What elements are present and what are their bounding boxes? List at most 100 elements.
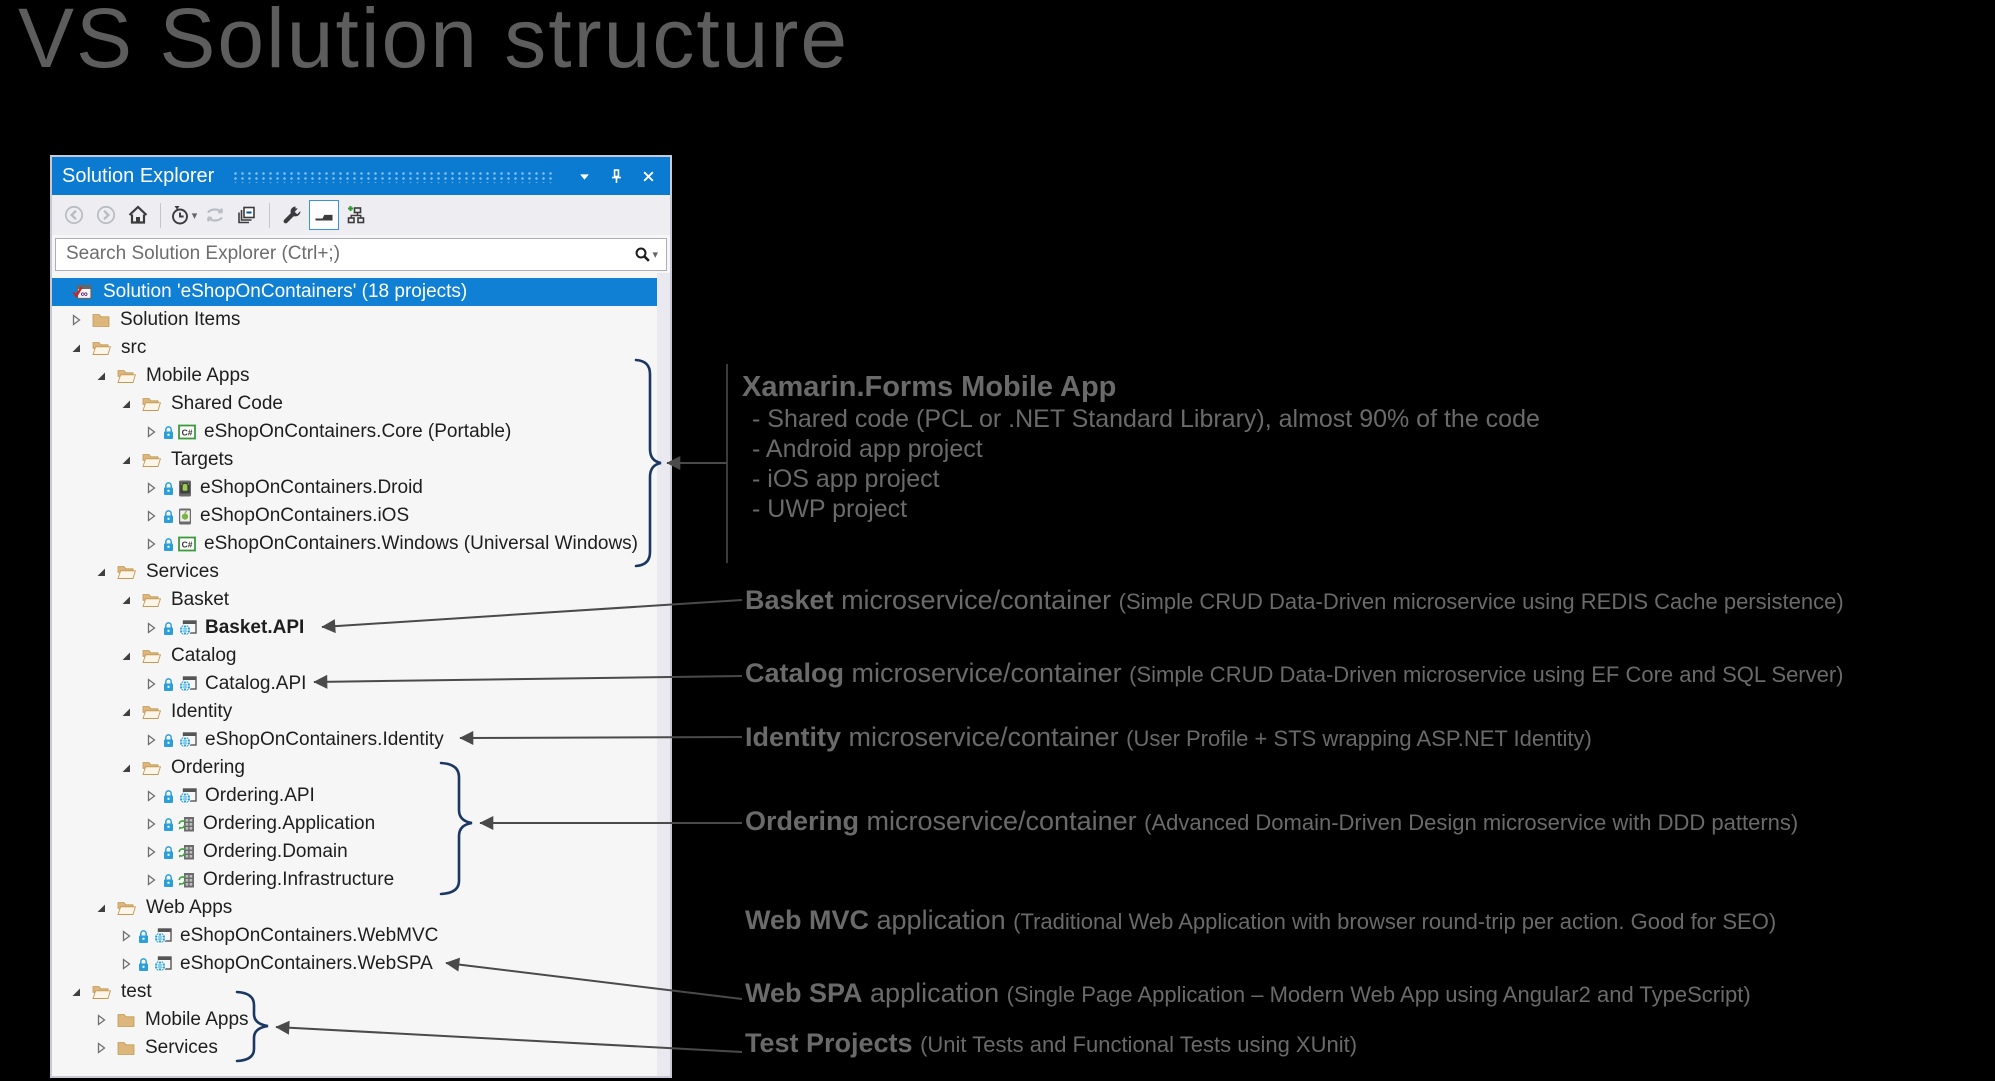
tree-row-src[interactable]: src bbox=[52, 334, 670, 362]
annotation-mid-label: application bbox=[869, 905, 1014, 935]
expander-expanded-icon[interactable] bbox=[93, 564, 109, 580]
expander-expanded-icon[interactable] bbox=[118, 760, 134, 776]
lock-icon bbox=[163, 873, 174, 888]
expander-collapsed-icon[interactable] bbox=[143, 424, 159, 440]
expander-expanded-icon[interactable] bbox=[118, 592, 134, 608]
tree-row-mobile-apps[interactable]: Mobile Apps bbox=[52, 362, 670, 390]
expander-collapsed-icon[interactable] bbox=[143, 508, 159, 524]
expander-collapsed-icon[interactable] bbox=[143, 676, 159, 692]
expander-collapsed-icon[interactable] bbox=[68, 312, 84, 328]
folder-open-icon bbox=[142, 592, 161, 608]
show-all-files-button[interactable] bbox=[309, 200, 339, 230]
lock-icon bbox=[138, 929, 149, 944]
search-icon[interactable] bbox=[634, 246, 651, 263]
expander-expanded-icon[interactable] bbox=[118, 704, 134, 720]
expander-expanded-icon[interactable] bbox=[118, 396, 134, 412]
annotation-heading: Xamarin.Forms Mobile App bbox=[742, 371, 1117, 403]
expander-expanded-icon[interactable] bbox=[93, 368, 109, 384]
tree-row-identity[interactable]: Identity bbox=[52, 698, 670, 726]
tree-row-eshoponcontainers-ios[interactable]: eShopOnContainers.iOS bbox=[52, 502, 670, 530]
tree-item-label: Catalog.API bbox=[205, 672, 307, 694]
expander-expanded-icon[interactable] bbox=[93, 900, 109, 916]
tree-row-eshoponcontainers-windows-universal-windows[interactable]: C#eShopOnContainers.Windows (Universal W… bbox=[52, 530, 670, 558]
tree-row-ordering-infrastructure[interactable]: Ordering.Infrastructure bbox=[52, 866, 670, 894]
tree-row-test[interactable]: test bbox=[52, 978, 670, 1006]
expander-collapsed-icon[interactable] bbox=[143, 480, 159, 496]
tree-row-eshoponcontainers-webmvc[interactable]: eShopOnContainers.WebMVC bbox=[52, 922, 670, 950]
tree-row-web-apps[interactable]: Web Apps bbox=[52, 894, 670, 922]
annotation-catalog: Catalog microservice/container (Simple C… bbox=[745, 658, 1844, 689]
expander-collapsed-icon[interactable] bbox=[143, 620, 159, 636]
new-diagram-button[interactable] bbox=[341, 200, 371, 230]
expander-collapsed-icon[interactable] bbox=[143, 788, 159, 804]
tree-row-eshoponcontainers-droid[interactable]: eShopOnContainers.Droid bbox=[52, 474, 670, 502]
annotation-webmvc: Web MVC application (Traditional Web App… bbox=[745, 905, 1776, 936]
expander-collapsed-icon[interactable] bbox=[93, 1040, 109, 1056]
tree-row-shared-code[interactable]: Shared Code bbox=[52, 390, 670, 418]
folder-open-icon bbox=[142, 648, 161, 664]
folder-closed-icon bbox=[117, 1012, 135, 1028]
annotation-webspa: Web SPA application (Single Page Applica… bbox=[745, 978, 1751, 1009]
close-icon[interactable] bbox=[636, 164, 660, 188]
caret-down-icon[interactable]: ▾ bbox=[191, 209, 198, 222]
tree-row-ordering-domain[interactable]: Ordering.Domain bbox=[52, 838, 670, 866]
titlebar-grip[interactable] bbox=[232, 171, 556, 183]
tree-row-ordering-api[interactable]: Ordering.API bbox=[52, 782, 670, 810]
tree-item-label: Ordering bbox=[171, 756, 245, 778]
annotation-mid-label: microservice/container bbox=[844, 658, 1130, 688]
search-row: ▾ bbox=[52, 235, 670, 273]
expander-expanded-icon[interactable] bbox=[118, 648, 134, 664]
tree-row-catalog-api[interactable]: Catalog.API bbox=[52, 670, 670, 698]
search-caret-down-icon[interactable]: ▾ bbox=[652, 248, 658, 261]
expander-collapsed-icon[interactable] bbox=[118, 956, 134, 972]
expander-collapsed-icon[interactable] bbox=[143, 732, 159, 748]
tree-row-ordering[interactable]: Ordering bbox=[52, 754, 670, 782]
tree-row-basket[interactable]: Basket bbox=[52, 586, 670, 614]
tree-row-eshoponcontainers-identity[interactable]: eShopOnContainers.Identity bbox=[52, 726, 670, 754]
expander-collapsed-icon[interactable] bbox=[143, 816, 159, 832]
annotation-bold-label: Ordering bbox=[745, 806, 860, 836]
expander-collapsed-icon[interactable] bbox=[143, 844, 159, 860]
pending-changes-filter-button[interactable]: ▾ bbox=[168, 200, 198, 230]
tree-row-ordering-application[interactable]: Ordering.Application bbox=[52, 810, 670, 838]
expander-collapsed-icon[interactable] bbox=[143, 872, 159, 888]
pin-icon[interactable] bbox=[604, 164, 628, 188]
page-title: VS Solution structure bbox=[18, 0, 850, 85]
solution-explorer-panel: Solution Explorer ▾ ▾ ∞Solution 'eShopOn… bbox=[50, 155, 672, 1078]
expander-expanded-icon[interactable] bbox=[68, 984, 84, 1000]
tree-row-catalog[interactable]: Catalog bbox=[52, 642, 670, 670]
collapse-all-button[interactable] bbox=[232, 200, 262, 230]
tree-item-label: src bbox=[121, 336, 147, 358]
sync-with-active-document-button[interactable] bbox=[200, 200, 230, 230]
search-input[interactable] bbox=[64, 242, 635, 266]
annotation-bullet: - UWP project bbox=[752, 495, 908, 523]
tree-row-basket-api[interactable]: Basket.API bbox=[52, 614, 670, 642]
lock-icon bbox=[163, 733, 174, 748]
annotation-identity: Identity microservice/container (User Pr… bbox=[745, 722, 1592, 753]
expander-collapsed-icon[interactable] bbox=[118, 928, 134, 944]
expander-collapsed-icon[interactable] bbox=[93, 1012, 109, 1028]
tree-row-eshoponcontainers-core-portable[interactable]: C#eShopOnContainers.Core (Portable) bbox=[52, 418, 670, 446]
home-button[interactable] bbox=[123, 200, 153, 230]
expander-collapsed-icon[interactable] bbox=[143, 536, 159, 552]
tree-row-services[interactable]: Services bbox=[52, 558, 670, 586]
tree-row-solution-items[interactable]: Solution Items bbox=[52, 306, 670, 334]
web-icon bbox=[153, 927, 172, 945]
web-icon bbox=[178, 619, 197, 637]
properties-button[interactable] bbox=[277, 200, 307, 230]
tree-item-label: Ordering.API bbox=[205, 784, 315, 806]
tree-row-targets[interactable]: Targets bbox=[52, 446, 670, 474]
forward-button[interactable] bbox=[91, 200, 121, 230]
back-button[interactable] bbox=[59, 200, 89, 230]
tree-row-services[interactable]: Services bbox=[52, 1034, 670, 1062]
tree-row-solution-eshoponcontainers-18-projects[interactable]: ∞Solution 'eShopOnContainers' (18 projec… bbox=[52, 278, 670, 306]
vertical-scrollbar[interactable] bbox=[657, 273, 670, 1076]
search-box[interactable]: ▾ bbox=[55, 237, 667, 271]
expander-expanded-icon[interactable] bbox=[118, 452, 134, 468]
tree-row-eshoponcontainers-webspa[interactable]: eShopOnContainers.WebSPA bbox=[52, 950, 670, 978]
expander-expanded-icon[interactable] bbox=[68, 340, 84, 356]
chevron-down-icon[interactable] bbox=[572, 164, 596, 188]
annotation-detail: (Single Page Application – Modern Web Ap… bbox=[1006, 982, 1751, 1007]
web-icon bbox=[153, 955, 172, 973]
tree-row-mobile-apps[interactable]: Mobile Apps bbox=[52, 1006, 670, 1034]
